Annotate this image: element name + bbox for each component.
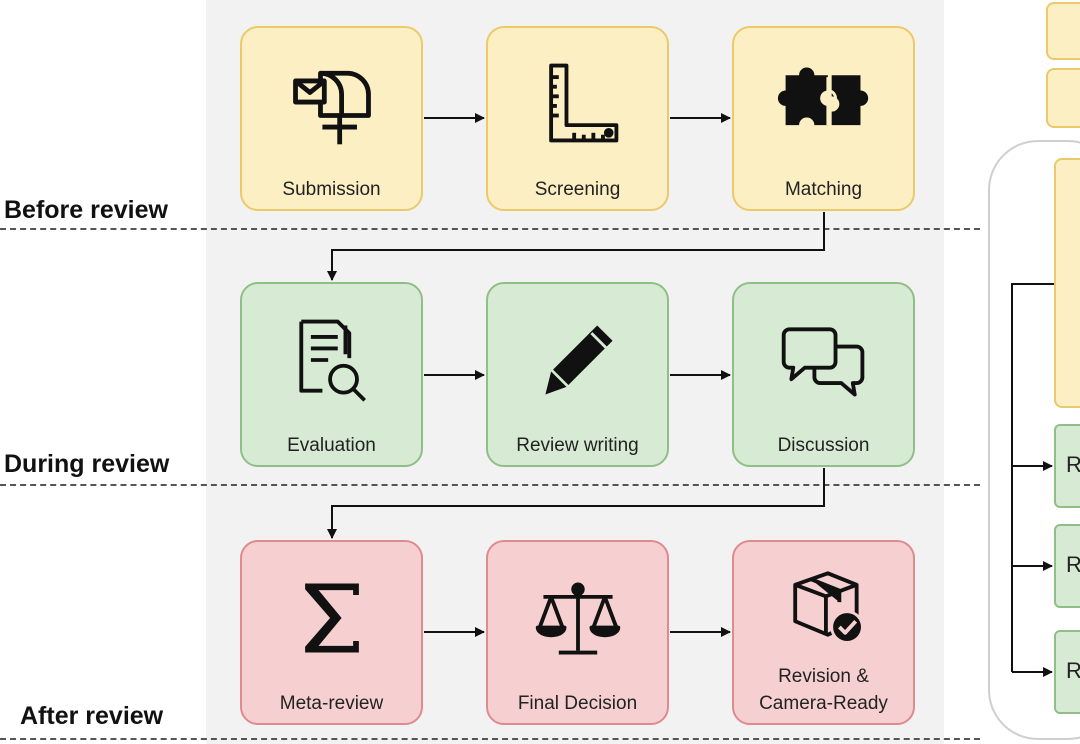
stage-label-before: Before review <box>4 196 168 224</box>
side-green-box-2: R <box>1054 524 1080 608</box>
side-green-label-1: R <box>1066 452 1080 477</box>
screening-label: Screening <box>534 179 621 200</box>
evaluation-box: Evaluation <box>240 282 423 467</box>
discussion-box: Discussion <box>732 282 915 467</box>
side-green-label-3: R <box>1066 658 1080 683</box>
side-green-label-2: R <box>1066 552 1080 577</box>
final-decision-box: Final Decision <box>486 540 669 725</box>
evaluation-label: Evaluation <box>287 435 376 456</box>
package-check-icon <box>792 570 864 644</box>
mailbox-icon <box>292 70 371 145</box>
review-writing-box: Review writing <box>486 282 669 467</box>
review-writing-label: Review writing <box>516 435 639 456</box>
revision-label-line1: Revision & <box>778 666 869 687</box>
matching-label: Matching <box>784 179 863 200</box>
side-yellow-box <box>1054 158 1080 408</box>
side-top-box-2 <box>1046 68 1080 128</box>
meta-review-label: Meta-review <box>279 693 384 714</box>
pencil-icon <box>544 325 613 395</box>
meta-review-box: Meta-review <box>240 540 423 725</box>
matching-box: Matching <box>732 26 915 211</box>
scales-icon <box>535 582 620 655</box>
ruler-icon <box>548 63 618 143</box>
stage-label-during: During review <box>4 450 170 478</box>
screening-box: Screening <box>486 26 669 211</box>
sigma-icon <box>304 583 359 653</box>
separator-after <box>0 738 980 740</box>
side-green-box-3: R <box>1054 630 1080 714</box>
final-decision-label: Final Decision <box>517 693 638 714</box>
stage-label-after: After review <box>20 702 164 730</box>
revision-label-line2: Camera-Ready <box>759 693 888 714</box>
puzzle-icon <box>777 67 868 126</box>
submission-box: Submission <box>240 26 423 211</box>
document-search-icon <box>298 319 366 402</box>
revision-box: Revision & Camera-Ready <box>732 540 915 725</box>
discussion-label: Discussion <box>777 435 870 456</box>
speech-bubbles-icon <box>781 327 864 397</box>
separator-during <box>0 484 980 486</box>
side-green-box-1: R <box>1054 424 1080 508</box>
submission-label: Submission <box>282 179 381 200</box>
revision-label: Revision & Camera-Ready <box>734 663 913 717</box>
side-top-box-1 <box>1046 2 1080 60</box>
separator-before <box>0 228 980 230</box>
